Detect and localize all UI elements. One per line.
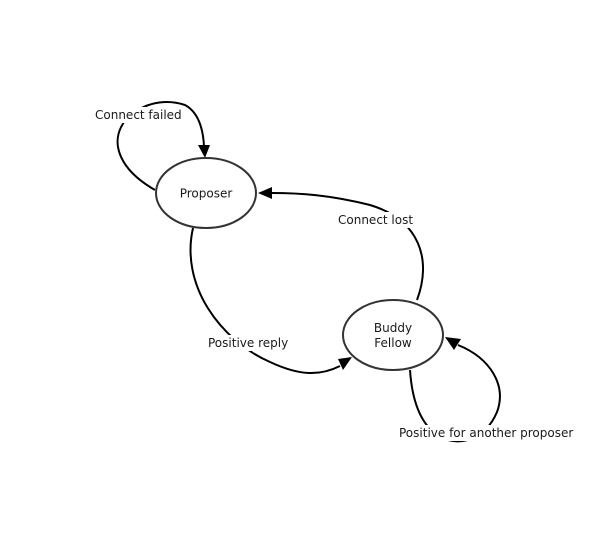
connect-lost-arrowhead [258, 187, 272, 199]
positive-reply-label-bg [206, 335, 286, 351]
positive-another-arrowhead [445, 337, 461, 350]
edge-connect-failed: Connect failed [94, 101, 210, 191]
connect-lost-label-bg [336, 212, 416, 228]
connect-lost-path [271, 192, 425, 301]
connect-failed-arrowhead [198, 145, 210, 158]
positive-reply-path [189, 227, 341, 375]
connect-failed-label: Connect failed [95, 108, 182, 122]
buddy-fellow-ellipse [342, 299, 444, 371]
edge-connect-lost: Connect lost [258, 187, 425, 301]
buddy-fellow-label-line-1: Buddy [374, 321, 412, 335]
buddy-fellow-label-line-2: Fellow [374, 336, 412, 350]
positive-another-label-bg [397, 425, 573, 441]
positive-reply-arrowhead [338, 357, 352, 370]
node-proposer: Proposer [155, 157, 257, 229]
proposer-ellipse [155, 157, 257, 229]
edge-positive-reply: Positive reply [189, 227, 352, 375]
positive-reply-label: Positive reply [208, 336, 288, 350]
connect-failed-path [116, 101, 205, 191]
connect-failed-label-bg [94, 107, 182, 123]
positive-another-label: Positive for another proposer [399, 426, 573, 440]
node-buddy-fellow: Buddy Fellow [342, 299, 444, 371]
connect-lost-label: Connect lost [338, 213, 413, 227]
proposer-label: Proposer [180, 187, 233, 201]
edge-positive-another: Positive for another proposer [397, 337, 573, 443]
